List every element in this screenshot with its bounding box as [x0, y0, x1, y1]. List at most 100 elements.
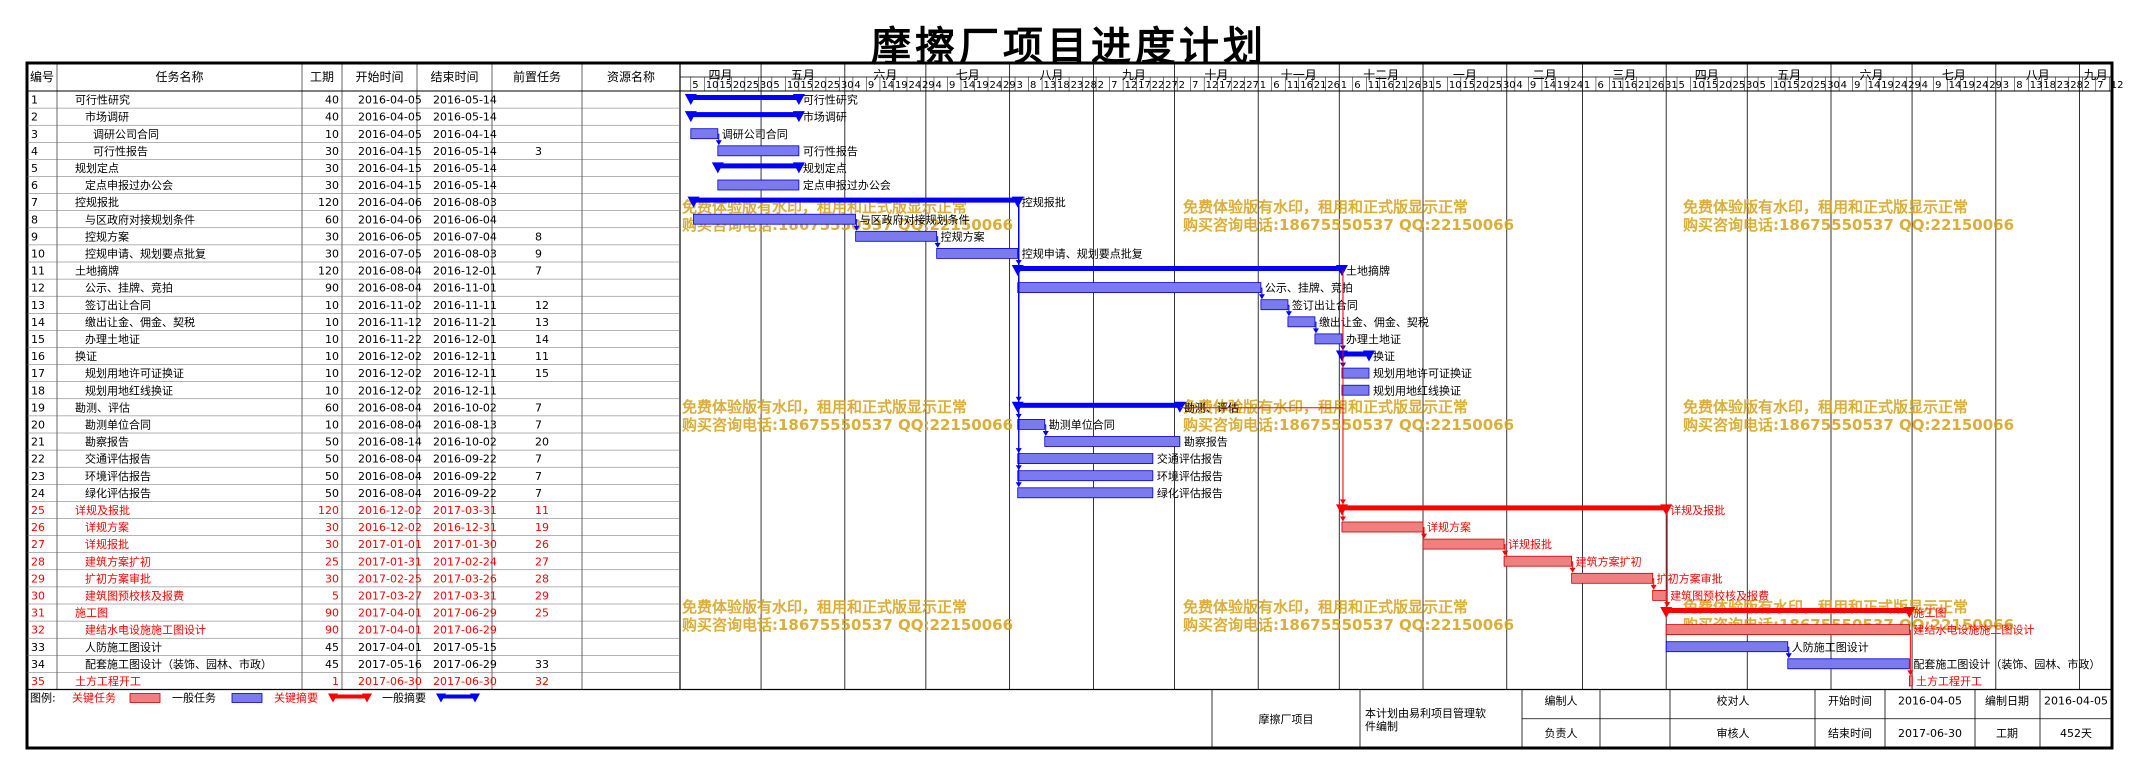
task-start: 2016-11-02: [358, 299, 422, 312]
tick-label: 30: [760, 80, 773, 91]
task-pred: 3: [535, 145, 542, 158]
task-duration: 40: [325, 94, 339, 107]
month-label: 五月: [791, 68, 815, 82]
bar-label: 配套施工图设计（装饰、园林、市政）: [1913, 657, 2100, 671]
task-start: 2016-12-02: [358, 504, 422, 517]
task-name: 公示、挂牌、竞拍: [85, 281, 173, 295]
tick-label: 20: [1800, 80, 1813, 91]
task-id: 32: [31, 624, 45, 637]
task-duration: 45: [325, 641, 339, 654]
watermark-line-1: 免费体验版有水印，租用和正式版显示正常: [1183, 198, 1468, 216]
task-id: 28: [31, 555, 45, 568]
bar-label: 勘察报告: [1184, 435, 1228, 449]
dependency-line: [1017, 202, 1020, 487]
task-bar: [1044, 436, 1181, 447]
tick-label: 10: [787, 80, 800, 91]
bar-label: 市场调研: [803, 110, 847, 124]
tick-label: 31: [1665, 80, 1678, 91]
dependency-arrow: [853, 225, 860, 231]
dependency-arrow: [715, 140, 722, 146]
tick-label: 10: [1692, 80, 1705, 91]
month-label: 十一月: [1281, 68, 1317, 82]
task-name: 建筑方案扩初: [85, 554, 151, 568]
task-name: 勘测单位合同: [85, 418, 151, 432]
task-name: 勘察报告: [85, 435, 129, 449]
task-bar: [690, 128, 719, 140]
task-start: 2016-12-02: [358, 367, 422, 380]
summary-cap-end: [792, 111, 805, 123]
task-name: 签订出让合同: [85, 298, 151, 312]
bar-label: 与区政府对接规划条件: [860, 212, 970, 226]
tick-label: 29: [1908, 80, 1921, 91]
task-id: 6: [31, 179, 38, 192]
task-pred: 11: [535, 350, 549, 363]
tick-label: 15: [1787, 80, 1800, 91]
task-start: 2017-01-31: [358, 555, 422, 568]
tick-label: 7: [2097, 80, 2103, 91]
task-duration: 30: [325, 248, 339, 261]
footer-reviewer-label: 审核人: [1717, 726, 1750, 740]
task-end: 2016-11-11: [433, 299, 497, 312]
bar-label: 详规报批: [1508, 537, 1552, 551]
task-bar: [1017, 453, 1154, 465]
header-2: 任务名称: [155, 69, 203, 84]
tick-label: 5: [1435, 80, 1441, 91]
summary-cap-start: [1335, 350, 1348, 362]
tick-label: 15: [1462, 80, 1475, 91]
task-duration: 60: [325, 401, 339, 414]
task-name: 换证: [75, 349, 97, 363]
tick-label: 17: [1219, 80, 1232, 91]
task-duration: 50: [325, 487, 339, 500]
summary-cap-start: [687, 196, 700, 208]
task-start: 2016-08-04: [358, 487, 422, 500]
tick-label: 30: [1746, 80, 1759, 91]
bar-label: 可行性研究: [803, 93, 858, 107]
legend-critical-summary-cap: [328, 693, 338, 703]
task-duration: 30: [325, 179, 339, 192]
tick-label: 15: [800, 80, 813, 91]
task-id: 17: [31, 367, 45, 380]
task-duration: 1: [332, 675, 339, 688]
task-bar: [1017, 282, 1262, 294]
task-start: 2017-01-01: [358, 538, 422, 551]
task-pred: 25: [535, 607, 549, 620]
watermark-line-2: 购买咨询电话:18675550537 QQ:22150066: [1683, 216, 2014, 234]
task-start: 2017-03-27: [358, 590, 422, 603]
tick-label: 4: [1516, 80, 1522, 91]
tick-label: 1: [1341, 80, 1347, 91]
month-label: 八月: [2026, 68, 2050, 82]
outer-frame: [25, 61, 2114, 750]
task-pred: 28: [535, 572, 549, 585]
task-name: 详规及报批: [75, 503, 130, 517]
task-name: 可行性报告: [93, 144, 148, 158]
task-bar: [693, 213, 857, 225]
task-duration: 10: [325, 128, 339, 141]
tick-label: 12: [2111, 80, 2124, 91]
task-name: 控规方案: [85, 229, 129, 243]
task-name: 土地摘牌: [75, 264, 119, 278]
tick-label: 7: [1111, 80, 1117, 91]
header-3: 工期: [310, 70, 334, 84]
task-name: 勘测、评估: [75, 401, 130, 414]
tick-label: 18: [1057, 80, 1070, 91]
task-name: 市场调研: [85, 110, 129, 124]
dependency-arrow: [1421, 533, 1428, 539]
task-start: 2016-04-06: [358, 213, 422, 226]
tick-label: 19: [1557, 80, 1570, 91]
task-end: 2016-09-22: [433, 487, 497, 500]
task-start: 2016-08-04: [358, 265, 422, 278]
task-pred: 9: [535, 248, 542, 261]
summary-bar: [690, 95, 799, 100]
task-bar: [1341, 384, 1370, 396]
task-id: 22: [31, 453, 45, 466]
bar-label: 土地摘牌: [1346, 264, 1390, 278]
footer-note: 本计划由易利项目管理软: [1365, 706, 1486, 720]
dependency-arrow: [1312, 328, 1319, 334]
task-end: 2016-07-04: [433, 230, 497, 243]
task-start: 2016-11-22: [358, 333, 422, 346]
task-duration: 10: [325, 333, 339, 346]
dependency-arrow: [1015, 482, 1022, 488]
dependency-line: [1666, 509, 1668, 606]
bar-label: 勘测单位合同: [1049, 418, 1115, 432]
task-id: 18: [31, 384, 45, 397]
